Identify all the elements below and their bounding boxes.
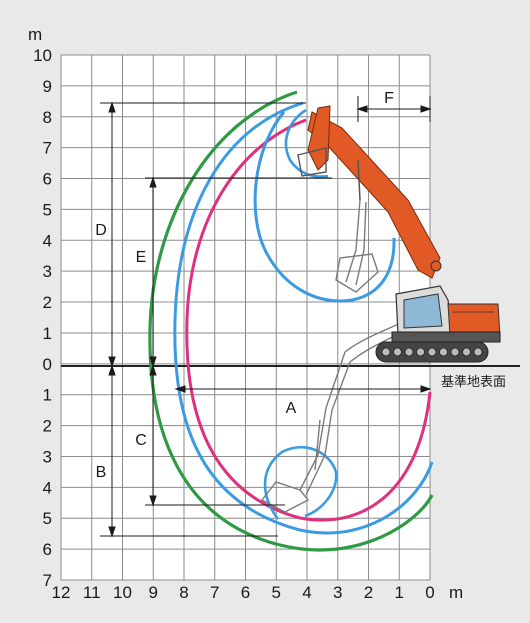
y-axis-unit: m: [28, 25, 42, 44]
y-tick-label: 4: [43, 478, 52, 497]
x-tick-label: 8: [179, 583, 188, 602]
y-tick-label: 5: [43, 200, 52, 219]
y-tick-label: 2: [43, 417, 52, 436]
y-tick-label: 1: [43, 324, 52, 343]
dim-label-e: E: [136, 249, 147, 266]
y-tick-label: 6: [43, 170, 52, 189]
x-tick-label: 3: [333, 583, 342, 602]
x-tick-label: 10: [113, 583, 132, 602]
y-tick-label: 10: [33, 46, 52, 65]
magenta-envelope: [185, 118, 432, 522]
track-wheel: [450, 347, 460, 357]
y-tick-label: 0: [43, 355, 52, 374]
x-tick-label: 12: [52, 583, 71, 602]
ground-label: 基準地表面: [441, 374, 506, 390]
y-tick-label: 5: [43, 509, 52, 528]
track-wheel: [427, 347, 437, 357]
excavator-boom-arm: [297, 105, 442, 279]
blue-envelope-outer: [173, 101, 434, 535]
y-tick-label: 8: [43, 108, 52, 127]
x-axis-unit: m: [449, 583, 463, 602]
x-tick-label: 11: [83, 583, 101, 602]
y-tick-label: 1: [43, 386, 52, 405]
track-wheel: [404, 347, 414, 357]
track-wheel: [393, 347, 402, 357]
dim-label-f: F: [384, 90, 394, 107]
excavator-body: [375, 285, 501, 363]
x-tick-label: 6: [241, 583, 250, 602]
y-tick-label: 7: [43, 139, 52, 158]
y-tick-label: 6: [43, 540, 52, 559]
x-tick-label: 1: [395, 583, 404, 602]
dimension-lines: [100, 96, 432, 538]
x-tick-label: 4: [302, 583, 311, 602]
y-tick-label: 9: [43, 77, 52, 96]
y-tick-label: 3: [43, 447, 52, 466]
x-tick-label: 2: [364, 583, 373, 602]
track-wheel: [381, 347, 391, 357]
y-tick-label: 4: [43, 231, 52, 250]
y-tick-label: 3: [43, 262, 52, 281]
y-tick-label: 7: [43, 571, 52, 590]
dim-label-a: A: [286, 400, 297, 417]
dim-label-c: C: [135, 432, 147, 449]
track-wheel: [416, 347, 425, 357]
x-tick-label: 7: [210, 583, 219, 602]
excavator-raised-pose: [335, 199, 379, 293]
grid: [60, 54, 431, 581]
green-envelope: [148, 90, 434, 552]
x-tick-label: 0: [425, 583, 434, 602]
dim-label-b: B: [96, 464, 107, 481]
track-wheel: [439, 347, 448, 357]
blue-envelope-top-curl: [284, 108, 329, 178]
x-tick-label: 5: [272, 583, 281, 602]
blue-envelope-lower-curl: [263, 446, 338, 520]
track-wheel: [462, 347, 471, 357]
track-wheel: [473, 347, 483, 357]
x-tick-label: 9: [149, 583, 158, 602]
y-tick-label: 2: [43, 293, 52, 312]
dim-label-d: D: [95, 222, 107, 239]
blue-envelope-inner: [253, 111, 396, 303]
